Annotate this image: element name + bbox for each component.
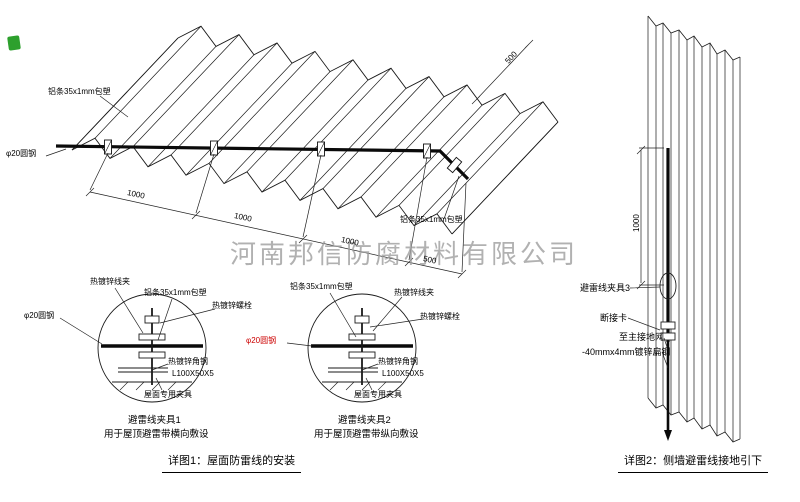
wall-to-ground-label: 至主接地网 (619, 332, 665, 342)
company-watermark: 河南邦信防腐材料有限公司 (230, 239, 579, 269)
d1-angle-label: 热镀锌角钢 (168, 357, 208, 366)
d2-angle-label: 热镀锌角钢 (378, 357, 418, 366)
d1-rod-label: φ20圆钢 (24, 311, 55, 320)
disconnect-card-lower (660, 332, 676, 341)
detail-1-leaders (59, 287, 216, 391)
wall-flat-steel-label: -40mmx4mm镀锌扁钢 (582, 347, 671, 357)
roof-back-edge (177, 25, 559, 123)
d1-strip-label: 铝条35x1mm包塑 (144, 288, 207, 297)
roof-rod-label: φ20圆钢 (6, 149, 37, 158)
detail-2-leaders (286, 292, 424, 391)
detail-circle-1 (97, 293, 207, 403)
d1-bolt-label: 热镀锌螺栓 (212, 301, 252, 310)
ground-arrowhead (664, 430, 672, 441)
green-logo-icon (7, 35, 21, 51)
d1-angle-spec-label: L100X50X5 (172, 369, 214, 378)
roof-strip-right-label: 铝条35x1mm包塑 (400, 215, 463, 224)
wall-clamp-mark (659, 272, 677, 300)
figure1-caption: 详图1：屋面防雷线的安装 (162, 452, 302, 473)
d1-title: 避雷线夹具1 (128, 415, 181, 426)
wall-panel (647, 15, 741, 443)
wall-clamp3-label: 避雷线夹具3 (580, 283, 631, 293)
wall-dim-1000: 1000 (632, 214, 641, 232)
d2-clamp-label: 热镀锌线夹 (394, 288, 434, 297)
wall-corrugation-lines (647, 16, 741, 442)
wall-dimension (636, 145, 664, 290)
d2-bolt-label: 热镀锌螺栓 (420, 312, 460, 321)
figure2-caption: 详图2：侧墙避雷线接地引下 (618, 452, 769, 473)
roof-sheet (71, 25, 559, 235)
wall-leaders (627, 286, 669, 369)
roof-leader-lines (45, 95, 460, 220)
d2-subtitle: 用于屋顶避雷带纵向敷设 (314, 429, 419, 440)
roof-ridge-lines (71, 25, 559, 235)
d1-subtitle: 用于屋顶避雷带横向敷设 (104, 429, 209, 440)
detail-circle-2 (307, 293, 417, 403)
roof-lightning-wire (55, 144, 470, 181)
disconnect-card-upper (660, 321, 676, 330)
wall-disconnect-label: 断接卡 (600, 313, 628, 323)
d2-title: 避雷线夹具2 (338, 415, 391, 426)
d1-clamp-label: 热镀锌线夹 (90, 277, 130, 286)
wall-lightning-wire (659, 148, 677, 441)
d2-strip-label: 铝条35x1mm包塑 (290, 282, 353, 291)
d2-fixture-label: 屋面专用夹具 (354, 390, 402, 399)
roof-strip-top-label: 铝条35x1mm包塑 (48, 87, 111, 96)
d2-angle-spec-label: L100X50X5 (382, 369, 424, 378)
roof-front-edge (71, 137, 453, 235)
d2-rod-label: φ20圆钢 (246, 336, 277, 345)
roof-dimension-lines (85, 39, 534, 279)
d1-fixture-label: 屋面专用夹具 (144, 390, 192, 399)
